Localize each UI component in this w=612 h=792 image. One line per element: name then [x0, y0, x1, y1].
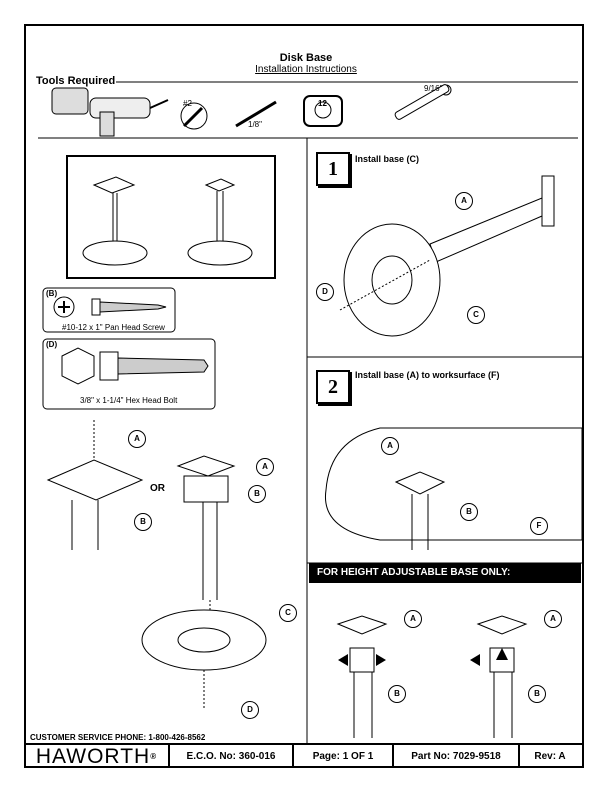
tape-measure-number: 12 — [318, 99, 327, 108]
callout-b: B — [248, 485, 266, 503]
screw-box — [42, 287, 176, 333]
haworth-logo: HAWORTH® — [24, 745, 170, 768]
exploded-assembly — [46, 420, 267, 710]
step-2-title: Install base (A) to worksurface (F) — [355, 370, 500, 380]
callout-c: C — [279, 604, 297, 622]
callout-f: F — [530, 517, 548, 535]
height-adjust-illustrations — [336, 615, 528, 738]
customer-service-phone: CUSTOMER SERVICE PHONE: 1-800-426-8562 — [30, 733, 206, 742]
callout-a: A — [256, 458, 274, 476]
callout-b: B — [460, 503, 478, 521]
footer-title-block: HAWORTH® E.C.O. No: 360-016 Page: 1 OF 1… — [24, 743, 584, 768]
base-overview — [66, 155, 276, 279]
or-label: OR — [150, 483, 165, 494]
callout-c: C — [467, 306, 485, 324]
screw-tag: (B) — [46, 289, 58, 298]
callout-a: A — [404, 610, 422, 628]
height-adjustable-banner: FOR HEIGHT ADJUSTABLE BASE ONLY: — [309, 563, 581, 583]
tools-required-label: Tools Required — [36, 75, 116, 87]
callout-b: B — [388, 685, 406, 703]
ratchet-icon — [394, 84, 452, 120]
drill-icon — [51, 87, 169, 137]
callout-a: A — [544, 610, 562, 628]
tape-measure-icon — [303, 95, 343, 127]
document-title: Disk Base — [279, 52, 333, 64]
drill-bit-icon — [235, 100, 277, 128]
callout-a: A — [455, 192, 473, 210]
step-1-illustration — [339, 175, 555, 337]
bolt-box — [42, 338, 216, 410]
revision: Rev: A — [534, 751, 566, 762]
callout-b: B — [134, 513, 152, 531]
tools-illustrations — [51, 84, 452, 137]
logo-text: HAWORTH — [35, 744, 151, 768]
step-1-number: 1 — [316, 152, 350, 186]
screw-label: #10-12 x 1" Pan Head Screw — [62, 323, 165, 332]
phillips-bit-icon — [180, 102, 208, 130]
step-2-illustration — [324, 427, 582, 550]
drill-bit-size: 1/8" — [248, 120, 262, 129]
callout-b: B — [528, 685, 546, 703]
part-number: Part No: 7029-9518 — [394, 745, 520, 768]
step-2-number: 2 — [316, 370, 350, 404]
screwdriver-bit-size: #2 — [183, 99, 192, 108]
eco-number: E.C.O. No: 360-016 — [170, 745, 294, 768]
document-subtitle: Installation Instructions — [255, 64, 357, 75]
registered-mark: ® — [150, 752, 157, 761]
bolt-tag: (D) — [46, 340, 58, 349]
bolt-label: 3/8" x 1-1/4" Hex Head Bolt — [80, 396, 178, 405]
callout-d: D — [241, 701, 259, 719]
step-1-title: Install base (C) — [355, 154, 420, 164]
base-a-illustration — [82, 176, 148, 266]
callout-a: A — [128, 430, 146, 448]
base-b-illustration — [187, 178, 253, 266]
page-number: Page: 1 OF 1 — [294, 745, 394, 768]
page-frame — [24, 24, 584, 768]
callout-d: D — [316, 283, 334, 301]
callout-a: A — [381, 437, 399, 455]
raise-base-illustration — [470, 615, 528, 738]
ratchet-size: 9/16" — [424, 84, 443, 93]
lower-base-illustration — [336, 615, 388, 738]
